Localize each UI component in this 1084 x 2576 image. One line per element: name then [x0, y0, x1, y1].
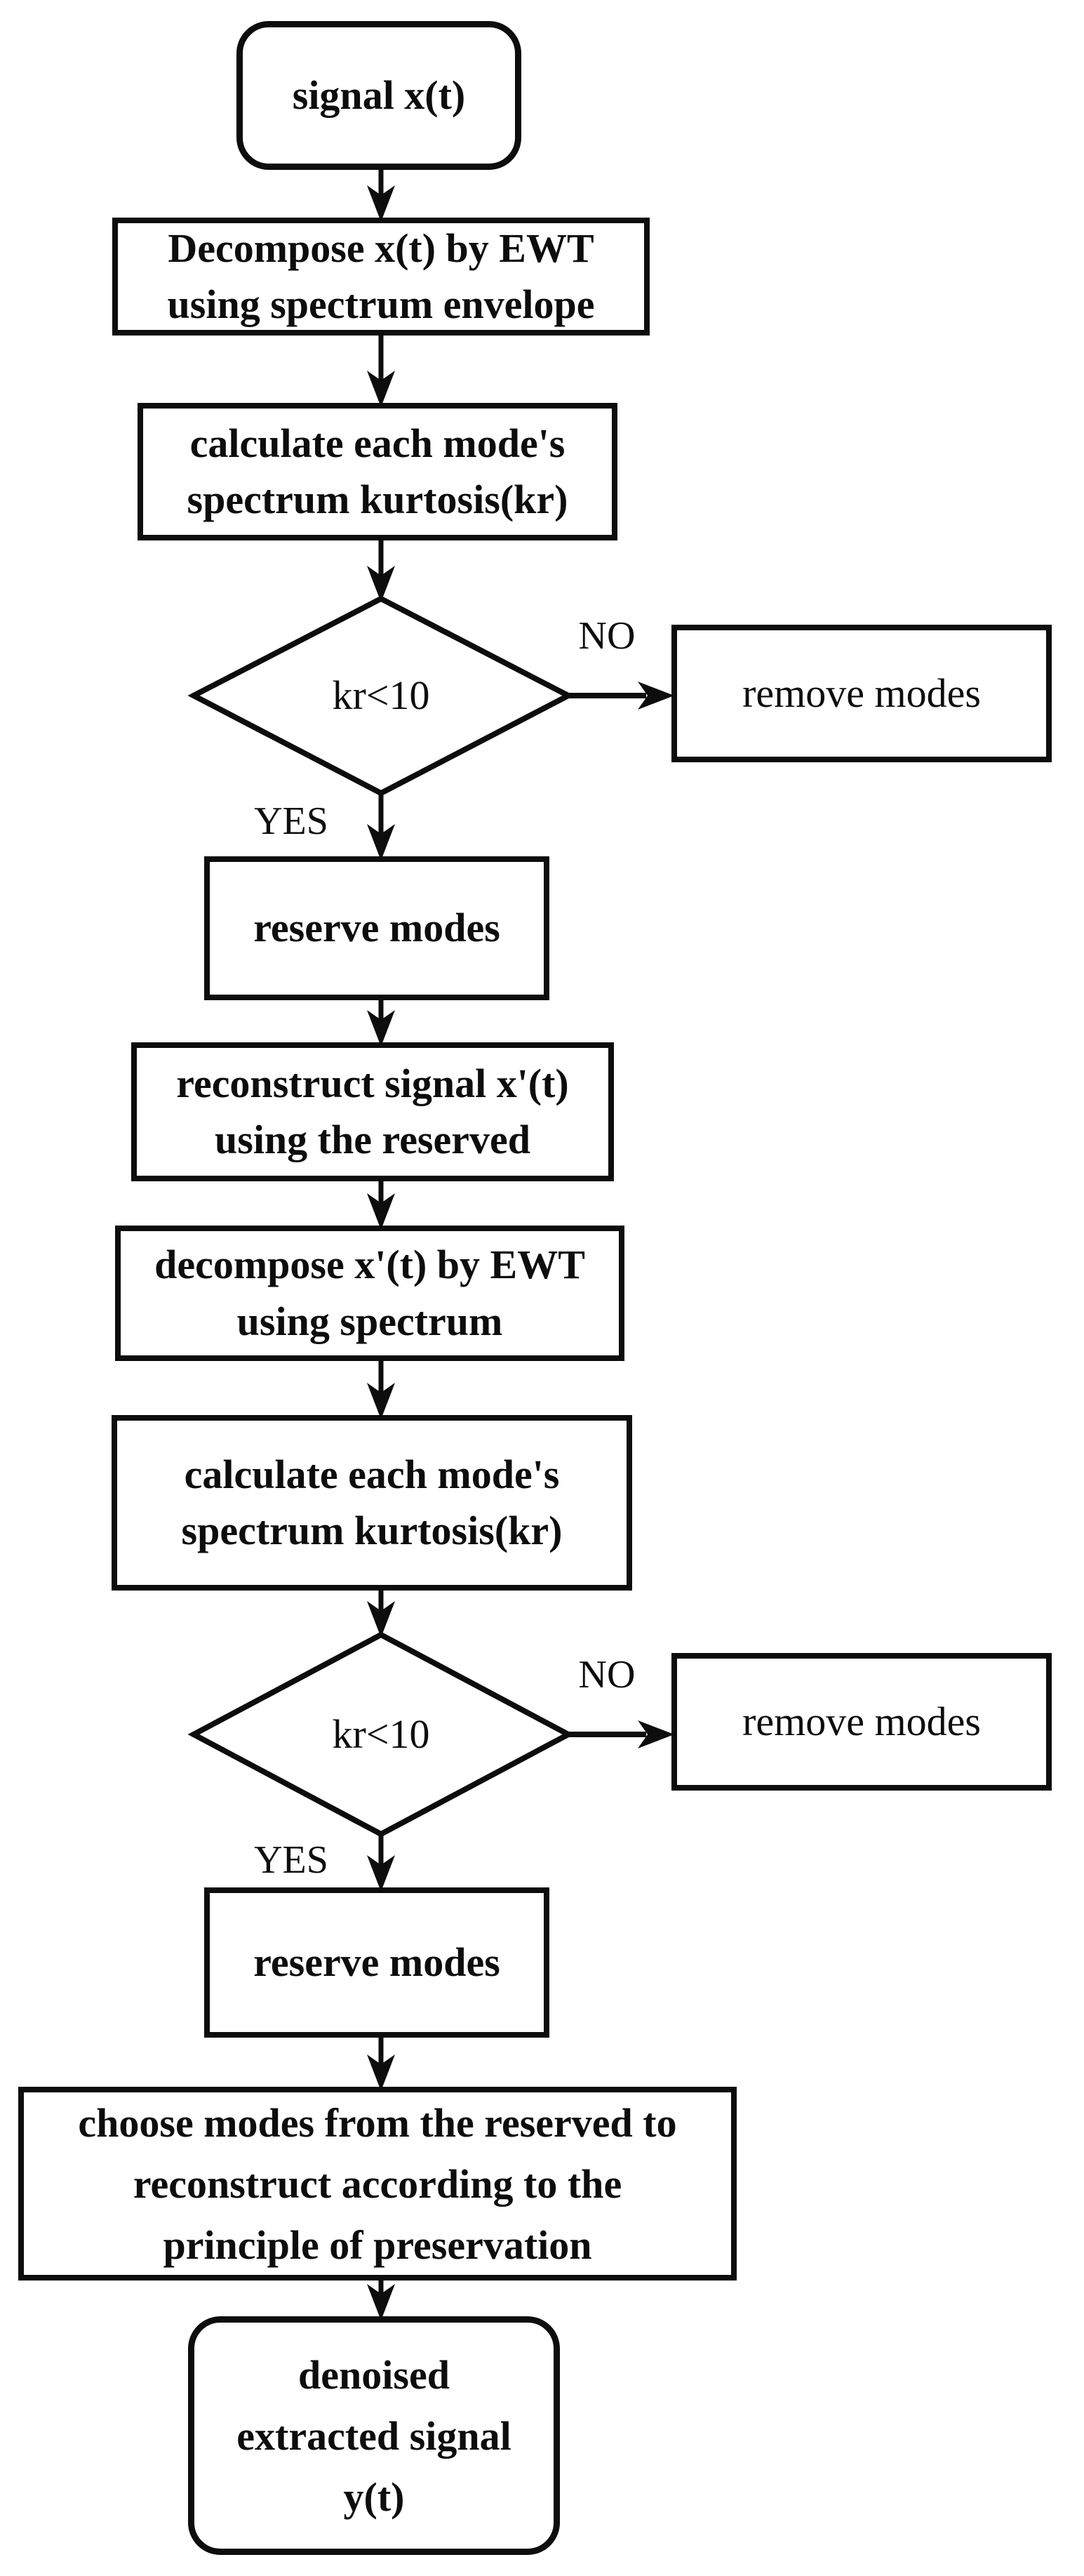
process-reserve-modes-1: reserve modes — [204, 856, 549, 1000]
arrow-down-icon — [367, 2038, 395, 2091]
node-label: reserve modes — [253, 1939, 500, 1985]
arrow-down-icon — [367, 793, 395, 861]
process-remove-modes-2: remove modes — [671, 1653, 1052, 1791]
arrow-down-icon — [367, 1361, 395, 1419]
node-label: remove modes — [742, 670, 981, 716]
start-terminator: signal x(t) — [236, 21, 521, 170]
node-label: remove modes — [742, 1698, 981, 1744]
arrow-down-icon — [367, 540, 395, 602]
end-terminator: denoised extracted signal y(t) — [188, 2316, 560, 2555]
edge-label-yes-2: YES — [254, 1838, 328, 1882]
process-reserve-modes-2: reserve modes — [204, 1887, 549, 2038]
node-label-line: y(t) — [343, 2474, 405, 2520]
process-choose-modes: choose modes from the reserved to recons… — [18, 2087, 737, 2280]
process-remove-modes-1: remove modes — [671, 625, 1052, 762]
edge-label-yes-1: YES — [254, 799, 328, 843]
arrow-right-icon — [568, 1720, 674, 1748]
process-decompose-ewt-envelope: Decompose x(t) by EWT using spectrum env… — [112, 218, 650, 336]
node-label-line: principle of preservation — [163, 2222, 592, 2268]
node-label-line: denoised — [298, 2351, 450, 2398]
node-label: signal x(t) — [292, 72, 466, 118]
decision-label-kr-1: kr<10 — [332, 672, 430, 718]
arrow-down-icon — [367, 1181, 395, 1230]
arrow-down-icon — [367, 170, 395, 222]
node-label-line: using the reserved — [214, 1117, 530, 1162]
node-label-line: decompose x'(t) by EWT — [154, 1242, 585, 1288]
node-label-line: reconstruct signal x'(t) — [176, 1060, 569, 1106]
process-calculate-kurtosis-1: calculate each mode's spectrum kurtosis(… — [138, 403, 617, 540]
arrow-down-icon — [367, 336, 395, 407]
node-label-line: using spectrum envelope — [167, 281, 595, 327]
arrow-down-icon — [367, 1000, 395, 1047]
node-label-line: spectrum kurtosis(kr) — [187, 477, 568, 522]
node-label-line: extracted signal — [236, 2412, 511, 2459]
process-reconstruct-signal: reconstruct signal x'(t) using the reser… — [131, 1042, 614, 1181]
node-label-line: reconstruct according to the — [133, 2160, 622, 2207]
edge-label-no-2: NO — [578, 1653, 636, 1697]
decision-label-kr-2: kr<10 — [332, 1711, 430, 1757]
node-label-line: Decompose x(t) by EWT — [168, 225, 594, 271]
arrow-right-icon — [568, 682, 674, 710]
node-label-line: calculate each mode's — [184, 1451, 560, 1497]
node-label-line: using spectrum — [236, 1298, 503, 1344]
arrow-down-icon — [367, 2280, 395, 2321]
node-label: reserve modes — [253, 905, 500, 951]
arrow-down-icon — [367, 1834, 395, 1892]
node-label-line: calculate each mode's — [189, 420, 566, 466]
process-calculate-kurtosis-2: calculate each mode's spectrum kurtosis(… — [112, 1415, 632, 1591]
node-label-line: choose modes from the reserved to — [78, 2099, 677, 2146]
edge-label-no-1: NO — [578, 614, 636, 658]
arrow-down-icon — [367, 1591, 395, 1638]
process-decompose-ewt-spectrum: decompose x'(t) by EWT using spectrum — [115, 1226, 624, 1361]
node-label-line: spectrum kurtosis(kr) — [181, 1508, 563, 1553]
